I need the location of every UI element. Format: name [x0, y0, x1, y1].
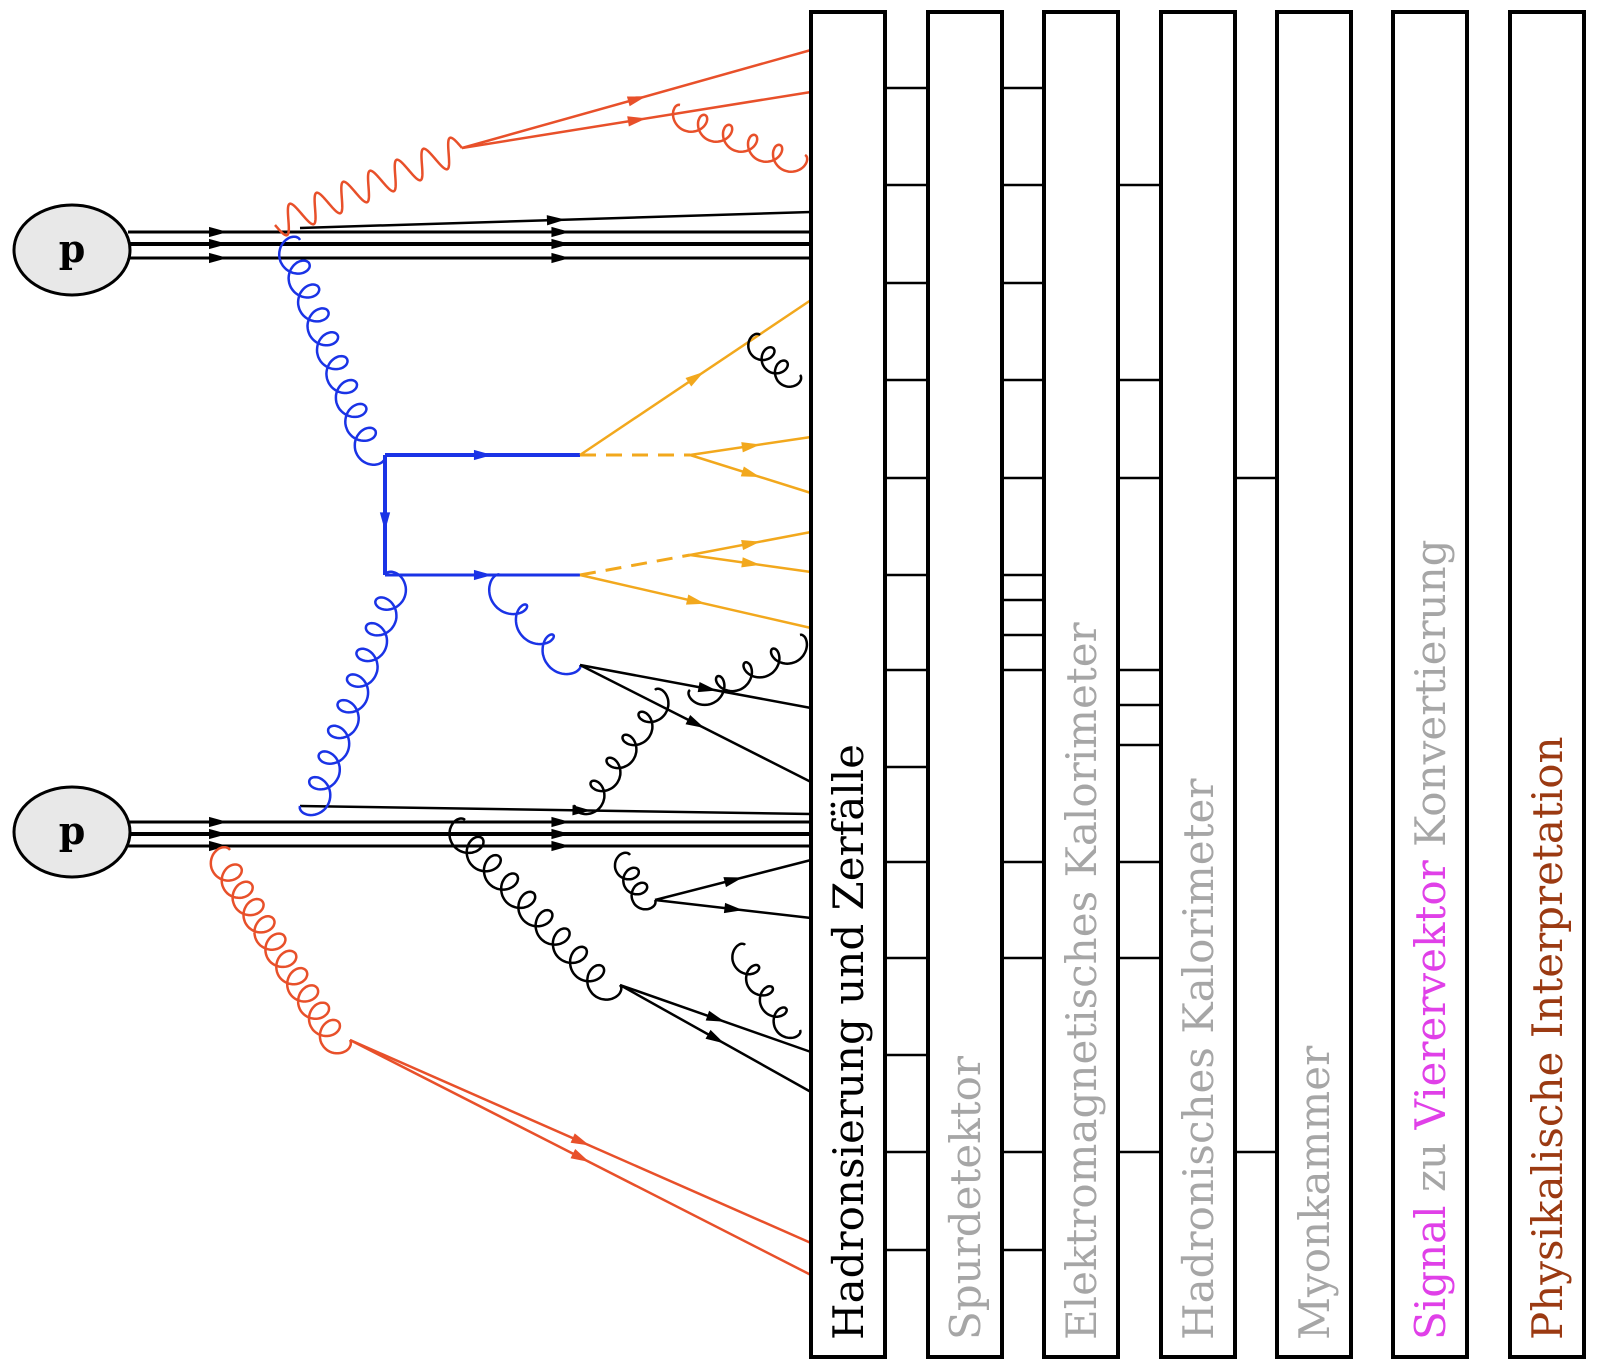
beam-bottom-arrow-seg2-arrow: [551, 840, 570, 852]
red-gluon-bottom: [209, 845, 353, 1055]
stage-label-ecal: Elektromagnetisches Kalorimeter: [1057, 621, 1106, 1340]
blue-line-top-arrow: [473, 449, 493, 461]
orange-top-fermion-2-arrow: [741, 442, 761, 453]
stage-label-interpretation: Physikalische Interpretation: [1523, 736, 1572, 1340]
black-gluon-jet-1: [687, 633, 809, 707]
beam-top-arrow-seg2-arrow: [551, 238, 570, 250]
stage-bar-interpretation: [1508, 10, 1586, 1359]
remnant-bottom-upper-arrow: [572, 805, 592, 816]
stage-bar-hadronization: [809, 10, 887, 1359]
orange-bottom-fermion-2-arrow: [741, 540, 761, 551]
red-fermion-bottom-1-arrow: [570, 1133, 590, 1146]
stage-label-signal: Signal zu Vierervektor Konvertierung: [1406, 539, 1455, 1340]
proton-bottom: p: [12, 785, 132, 879]
blue-gluon-top: [277, 235, 387, 466]
stage-label-tracker: Spurdetektor: [941, 1055, 990, 1340]
beam-bottom-arrow-seg2-arrow: [551, 828, 570, 840]
detector-stages: [809, 10, 1586, 1359]
black-jet-6-arrow: [723, 902, 743, 914]
black-jet-4-arrow: [705, 1029, 725, 1044]
stage-label-signal-part-3: Vierervektor: [1406, 859, 1455, 1130]
black-gluon-lower-short: [613, 851, 657, 911]
orange-bottom-fermion-1-arrow: [685, 594, 706, 605]
beam-top-arrow-seg-arrow: [209, 252, 228, 264]
beam-bottom-arrow-seg-arrow: [209, 828, 228, 840]
black-gluon-lower-long: [448, 817, 623, 1001]
particle-lines: [128, 48, 812, 1277]
black-gluon-top-small: [747, 332, 803, 388]
stage-connectors: [885, 86, 1277, 1252]
stage-bar-hcal: [1159, 10, 1237, 1359]
beam-top-arrow-seg-arrow: [209, 226, 228, 238]
stage-labels: Hadronsierung und Zerfälle Spurdetektor …: [824, 539, 1572, 1340]
blue-line-bottom-arrow: [473, 569, 493, 581]
remnant-bottom-upper: [299, 804, 812, 816]
stage-label-signal-part-2: zu: [1406, 1129, 1455, 1205]
black-jet-2-arrow: [685, 715, 705, 729]
stage-bar-signal: [1391, 10, 1469, 1359]
stage-label-signal-part-1: Signal: [1406, 1205, 1455, 1340]
red-fermion-bottom-2-arrow: [570, 1149, 590, 1163]
orange-top-fermion-3-arrow: [740, 466, 761, 477]
black-jet-1: [579, 663, 812, 710]
black-jet-5-arrow: [723, 877, 743, 888]
stage-label-signal-part-4: Konvertierung: [1406, 539, 1455, 860]
proton-bottom-label: p: [59, 808, 86, 853]
photon-top: [274, 136, 463, 237]
black-gluon-lower-small: [731, 942, 802, 1040]
beam-top-arrow-seg-arrow: [209, 238, 228, 250]
beam-bottom-arrow-seg2-arrow: [551, 816, 570, 828]
black-gluon-jet-2: [573, 687, 670, 816]
remnant-top-upper-arrow: [546, 215, 566, 226]
orange-bottom-scalar: [579, 553, 691, 577]
beam-top-arrow-seg2-arrow: [551, 226, 570, 238]
blue-gluon-bottom: [298, 570, 408, 817]
blue-gluon-right: [487, 573, 582, 676]
beam-bottom-arrow-seg-arrow: [209, 816, 228, 828]
red-fermion-top-2-arrow: [627, 116, 647, 127]
beam-bottom-arrow-seg-arrow: [209, 840, 228, 852]
red-gluon-top: [671, 103, 809, 173]
red-fermion-top-1-arrow: [626, 96, 647, 107]
black-jet-1-arrow: [697, 682, 717, 693]
stage-bar-ecal: [1042, 10, 1120, 1359]
orange-bottom-fermion-3-arrow: [741, 557, 761, 568]
stage-bar-muon: [1275, 10, 1353, 1359]
stage-label-hadronization: Hadronsierung und Zerfälle: [824, 744, 873, 1340]
blue-propagator-vertical-arrow: [379, 512, 391, 531]
beam-top-arrow-seg2-arrow: [551, 252, 570, 264]
stage-bar-tracker: [926, 10, 1004, 1359]
proton-top-label: p: [59, 226, 86, 271]
stage-label-muon: Myonkammer: [1290, 1045, 1339, 1340]
orange-top-fermion-1-arrow: [685, 371, 704, 387]
proton-top: p: [12, 203, 132, 297]
black-jet-3-arrow: [705, 1010, 725, 1022]
stage-label-hcal: Hadronisches Kalorimeter: [1174, 778, 1223, 1340]
